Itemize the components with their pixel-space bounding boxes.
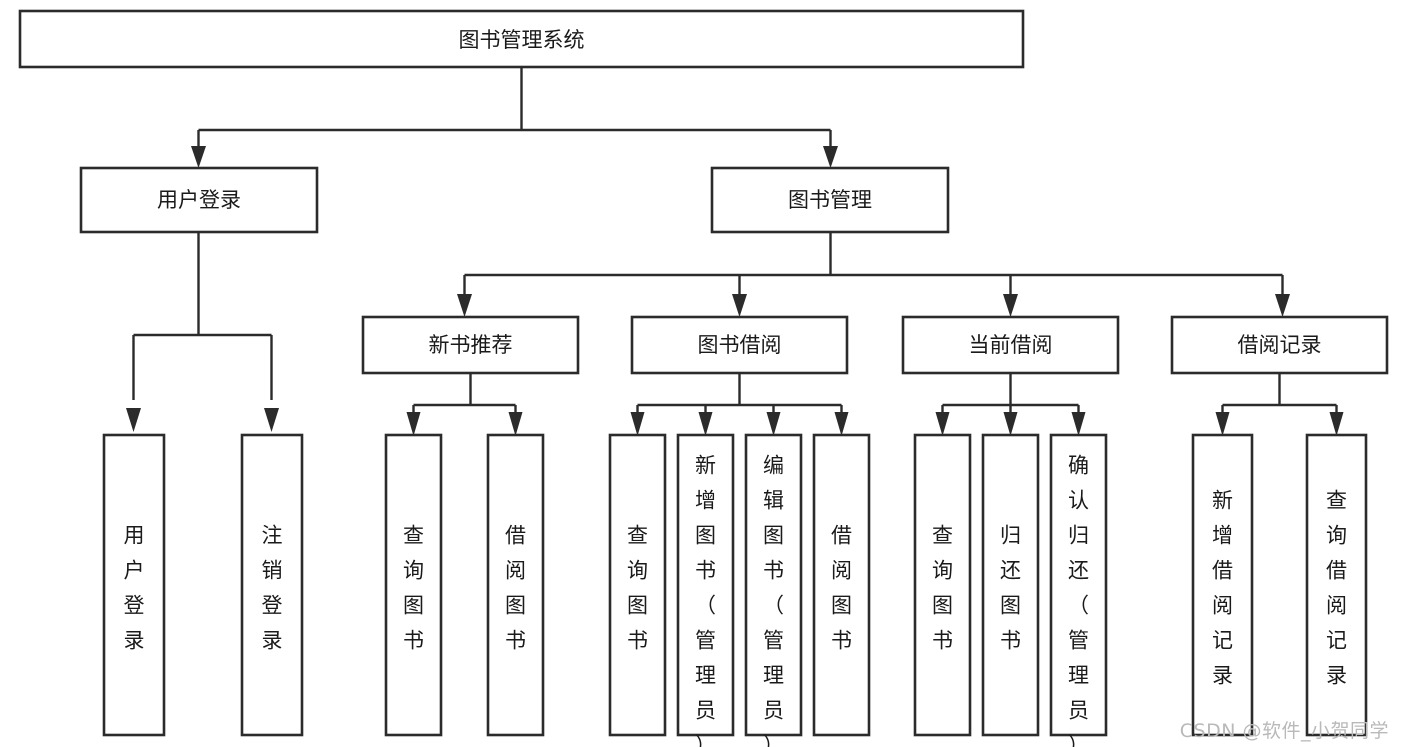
node-leaf-edit-book-label: 编辑图书（管理员） <box>763 453 784 747</box>
node-leaf-query-record[interactable] <box>1305 433 1368 737</box>
node-layer: 图书管理系统 用户登录 图书管理 新书推荐 图书借阅 当前借阅 借阅记录 用户登… <box>18 9 1389 747</box>
node-current-borrow-label: 当前借阅 <box>969 333 1053 357</box>
arrow-head-leaf-add-record <box>1215 412 1230 436</box>
node-leaf-return-book-label: 归还图书 <box>1000 523 1021 652</box>
arrow-head-new-book-recommend <box>457 294 472 317</box>
arrow-head-leaf-confirm-return <box>1071 412 1086 436</box>
arrow-head-leaf-return-book <box>1003 412 1018 436</box>
node-current-borrow[interactable] <box>901 315 1120 375</box>
node-root[interactable] <box>18 9 1025 69</box>
arrow-head-leaf-borrow-book-2 <box>834 412 849 436</box>
node-user-login-label: 用户登录 <box>157 188 241 212</box>
node-leaf-query-book-1-label: 查询图书 <box>403 523 424 652</box>
csdn-watermark: CSDN @软件_小贺同学 <box>1179 720 1389 742</box>
node-leaf-add-book-label: 新增图书（管理员） <box>695 453 716 747</box>
node-leaf-user-login-label: 用户登录 <box>124 523 145 652</box>
arrow-head-leaf-borrow-book-1 <box>508 412 523 436</box>
node-root-label: 图书管理系统 <box>459 28 585 52</box>
connector-layer <box>126 67 1344 436</box>
node-leaf-add-record-label: 新增借阅记录 <box>1212 488 1233 687</box>
node-leaf-confirm-return-label: 确认归还（管理员） <box>1068 453 1089 747</box>
arrow-head-borrow-record <box>1275 294 1290 317</box>
node-book-borrow[interactable] <box>630 315 849 375</box>
node-leaf-query-book-3[interactable] <box>913 433 972 737</box>
node-leaf-return-book[interactable] <box>981 433 1040 737</box>
arrow-head-leaf-query-book-3 <box>935 412 950 436</box>
arrow-head-leaf-logout <box>264 408 279 432</box>
node-leaf-query-record-label: 查询借阅记录 <box>1326 488 1347 687</box>
node-leaf-borrow-book-1-label: 借阅图书 <box>505 523 526 652</box>
node-leaf-query-book-1[interactable] <box>384 433 443 737</box>
arrow-head-leaf-user-login <box>126 408 141 432</box>
node-leaf-confirm-return[interactable] <box>1049 433 1108 737</box>
node-leaf-logout-label: 注销登录 <box>262 523 283 652</box>
node-leaf-query-book-2-label: 查询图书 <box>627 523 648 652</box>
node-leaf-add-record[interactable] <box>1191 433 1254 737</box>
arrow-head-leaf-add-book <box>698 412 713 436</box>
node-book-manage[interactable] <box>710 166 950 234</box>
arrow-head-leaf-query-book-2 <box>630 412 645 436</box>
node-new-book-recommend-label: 新书推荐 <box>429 333 513 357</box>
arrow-head-leaf-query-record <box>1329 412 1344 436</box>
node-new-book-recommend[interactable] <box>361 315 580 375</box>
node-leaf-edit-book[interactable] <box>744 433 803 737</box>
node-book-manage-label: 图书管理 <box>788 188 872 212</box>
arrow-head-user-login <box>191 146 206 168</box>
node-book-borrow-label: 图书借阅 <box>698 333 782 357</box>
node-borrow-record[interactable] <box>1170 315 1389 375</box>
node-leaf-logout[interactable] <box>240 433 304 737</box>
arrow-head-current-borrow <box>1003 294 1018 317</box>
arrow-head-leaf-query-book-1 <box>406 412 421 436</box>
node-leaf-borrow-book-1[interactable] <box>486 433 545 737</box>
arrow-head-book-manage <box>823 146 838 168</box>
node-leaf-add-book[interactable] <box>676 433 735 737</box>
node-leaf-user-login[interactable] <box>102 433 166 737</box>
node-borrow-record-label: 借阅记录 <box>1238 333 1322 357</box>
node-leaf-borrow-book-2-label: 借阅图书 <box>831 523 852 652</box>
node-user-login[interactable] <box>79 166 319 234</box>
node-leaf-query-book-2[interactable] <box>608 433 667 737</box>
arrow-head-leaf-edit-book <box>766 412 781 436</box>
arrow-head-book-borrow <box>732 294 747 317</box>
node-leaf-query-book-3-label: 查询图书 <box>932 523 953 652</box>
node-leaf-borrow-book-2[interactable] <box>812 433 871 737</box>
